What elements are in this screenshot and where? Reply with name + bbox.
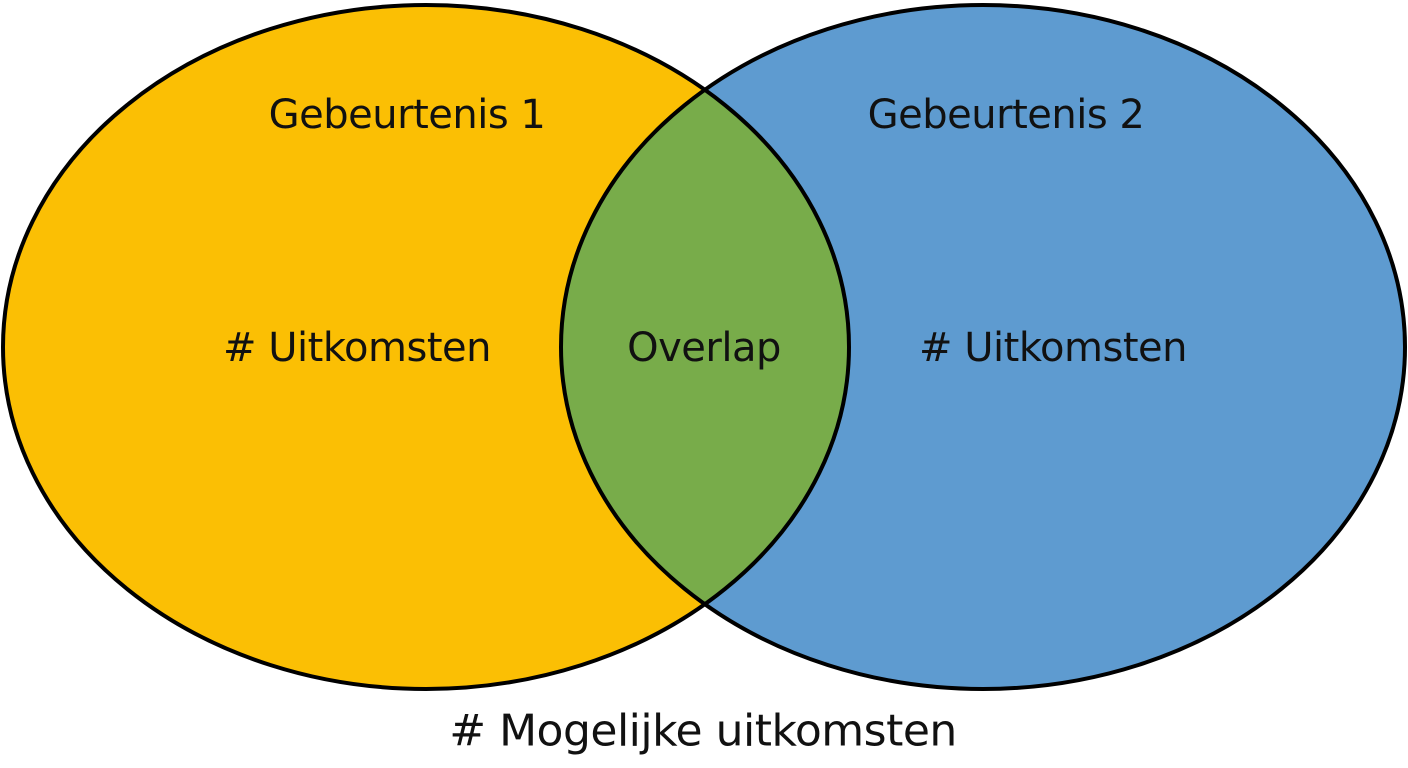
overlap-region bbox=[561, 5, 849, 689]
event1-title: Gebeurtenis 1 bbox=[268, 92, 546, 138]
event1-count-label: # Uitkomsten bbox=[223, 325, 491, 371]
event1-outline bbox=[1, 3, 851, 691]
event2-title: Gebeurtenis 2 bbox=[867, 92, 1145, 138]
overlap-label: Overlap bbox=[627, 325, 781, 371]
event2-count-label: # Uitkomsten bbox=[919, 325, 1187, 371]
sample-space-label: # Mogelijke uitkomsten bbox=[449, 705, 957, 757]
event2-outline bbox=[559, 3, 1407, 691]
